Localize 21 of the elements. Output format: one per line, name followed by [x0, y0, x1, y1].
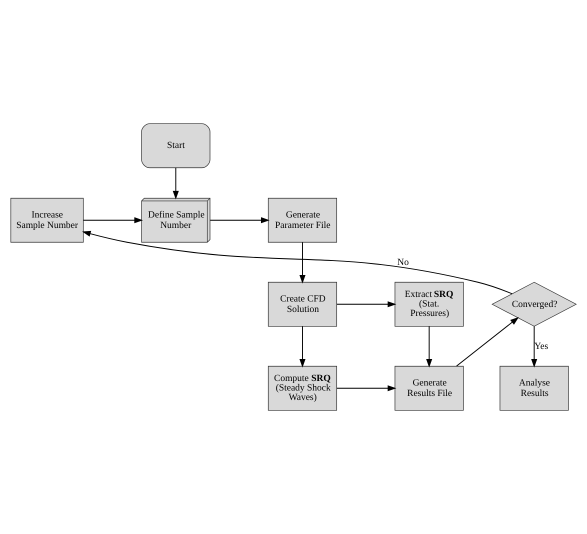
- arrow: [82, 230, 513, 294]
- arrow: [456, 316, 519, 367]
- node-box: Extract SRQ (Stat. Pressures): [394, 282, 464, 327]
- node-box: Generate Parameter File: [268, 198, 338, 243]
- node-box: Analyse Results: [500, 366, 569, 411]
- node-box: Start: [141, 123, 210, 168]
- arrow: [210, 217, 270, 224]
- node-box: Increase Sample Number: [10, 198, 84, 243]
- edge-label: Yes: [534, 342, 548, 352]
- arrow: [299, 326, 306, 368]
- node-box: Compute SRQ (Steady Shock Waves): [268, 366, 338, 411]
- arrow: [83, 217, 143, 224]
- node-box: Create CFD Solution: [268, 282, 338, 327]
- arrow: [172, 167, 179, 200]
- arrow: [426, 326, 432, 368]
- edge-label: No: [397, 258, 409, 268]
- node-box: Generate Results File: [394, 366, 464, 411]
- arrow: [336, 385, 396, 392]
- arrow: [299, 242, 306, 284]
- arrow: [531, 326, 538, 368]
- arrow: [336, 301, 396, 308]
